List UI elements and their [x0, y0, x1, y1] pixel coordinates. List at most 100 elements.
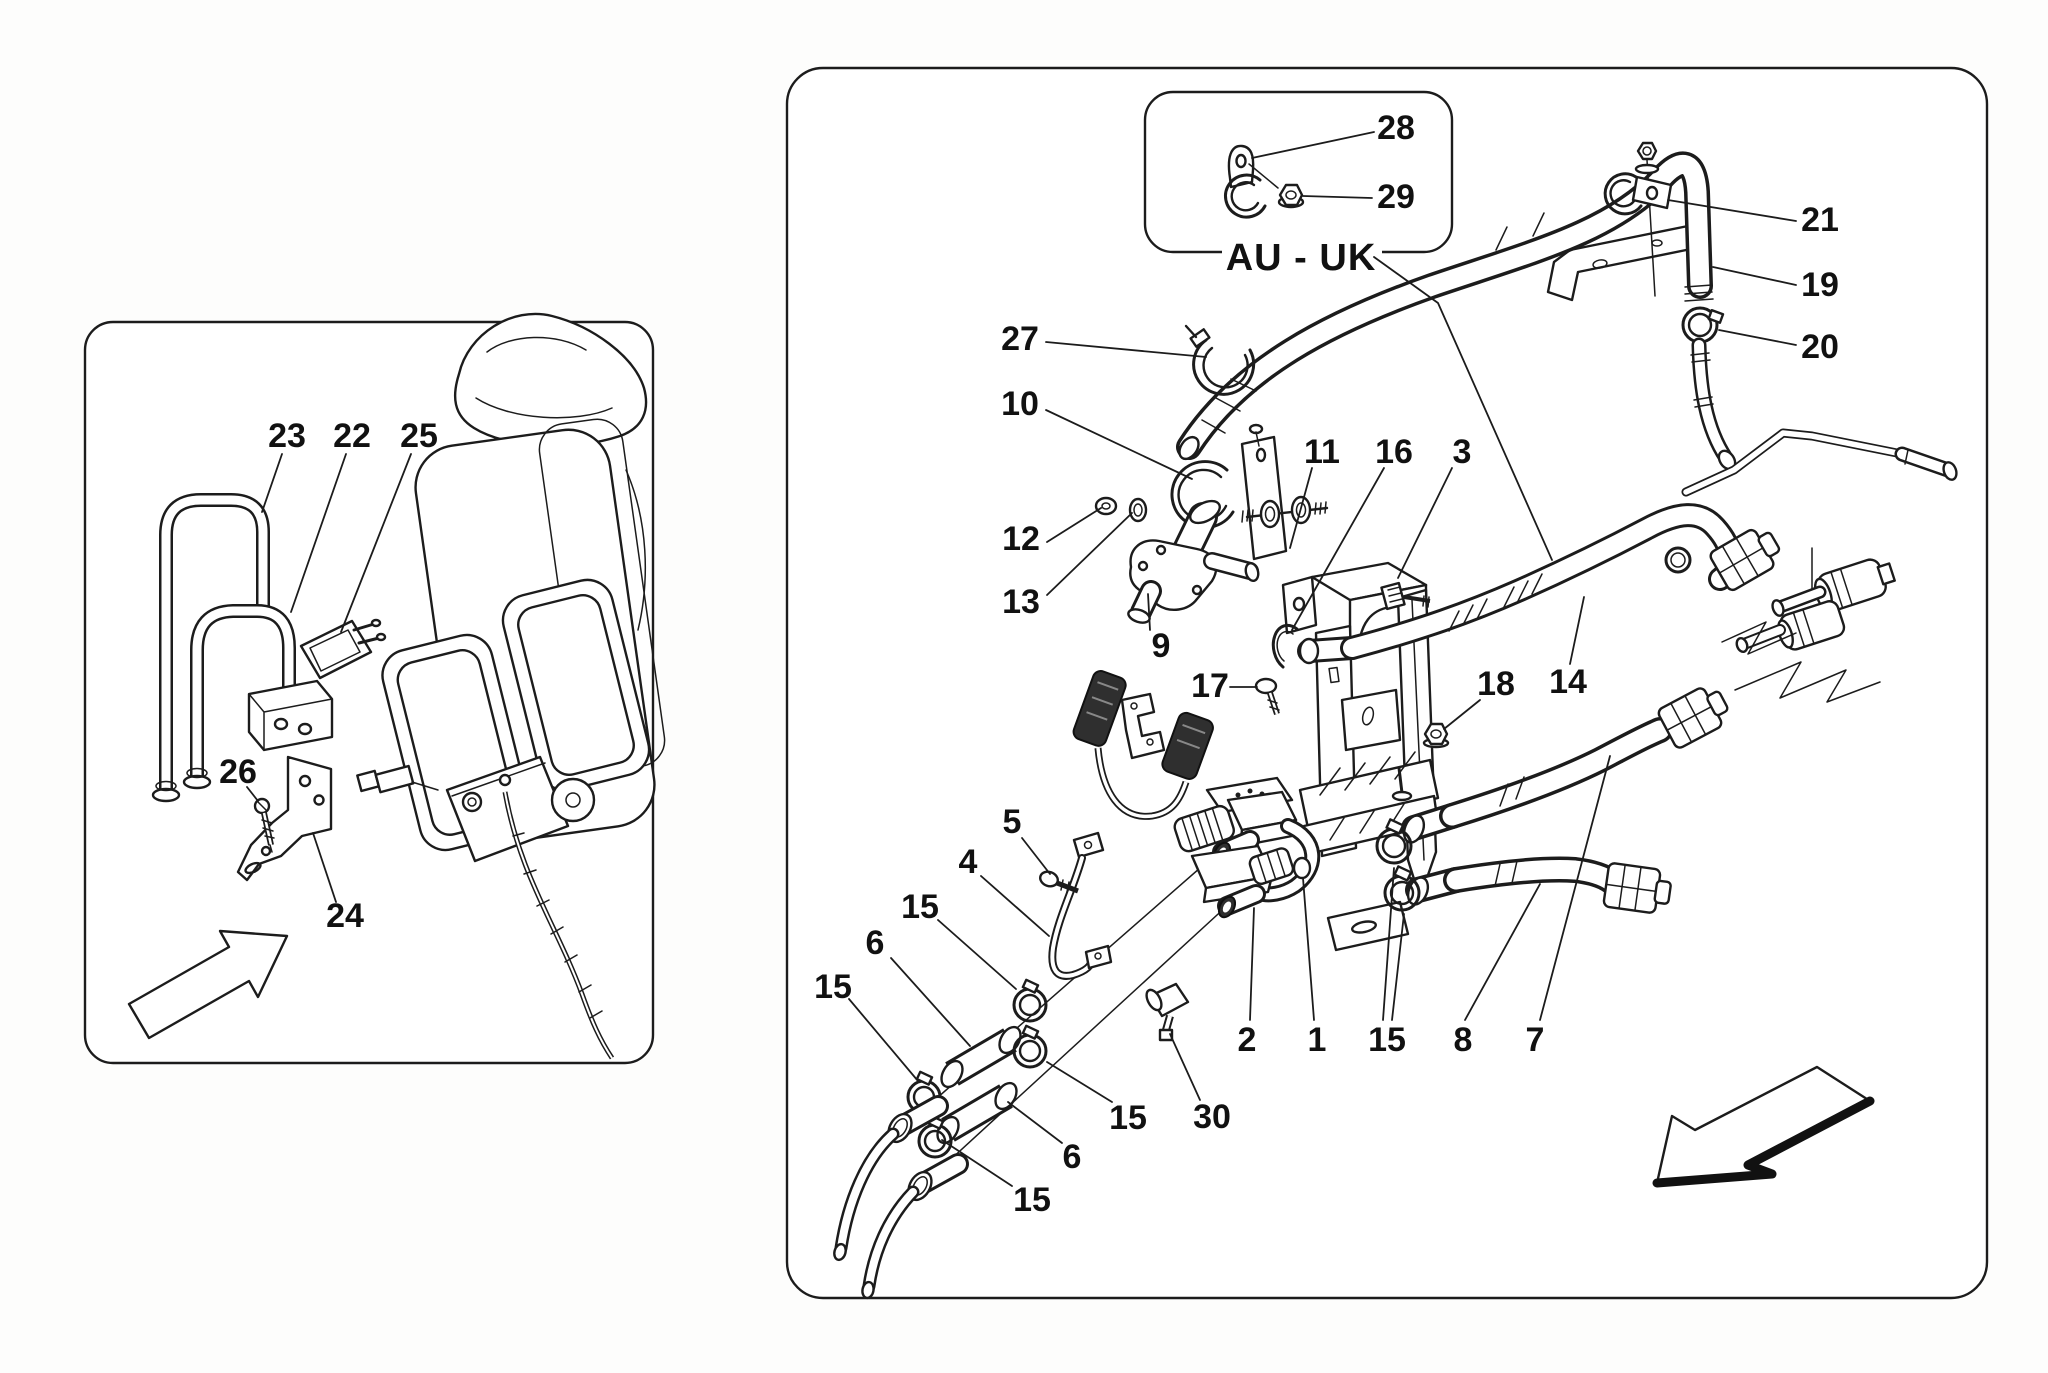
callout-15: 15	[1109, 1099, 1147, 1137]
part-hose-8	[1405, 856, 1672, 914]
callout-5: 5	[1003, 803, 1022, 841]
callout-20: 20	[1801, 328, 1839, 366]
callout-leader-20	[1718, 329, 1797, 346]
callout-leader-9	[1147, 593, 1151, 631]
part-bracket-21	[1603, 141, 1673, 297]
right-panel: AU - UK	[785, 66, 1989, 1300]
part-bracket-10	[1170, 423, 1288, 561]
part-clamp-28	[1223, 144, 1279, 219]
part-hose-7	[1401, 687, 1729, 844]
callout-leader-7	[1539, 755, 1611, 1021]
callout-16: 16	[1375, 433, 1413, 471]
part-valve-assembly	[1173, 776, 1321, 919]
callout-leader-15	[1382, 867, 1395, 1021]
callout-leader-5	[1021, 837, 1051, 875]
part-rod-4	[1048, 831, 1113, 980]
callout-12: 12	[1002, 520, 1040, 558]
callout-11: 11	[1304, 433, 1340, 471]
callout-leader-13	[1046, 512, 1133, 596]
part-valve-9	[1127, 499, 1260, 624]
callout-leader-8	[1464, 883, 1541, 1021]
callout-25: 25	[400, 417, 438, 455]
callout-leader-6	[1007, 1101, 1063, 1144]
part-clamp-15d	[1012, 1024, 1048, 1069]
callout-21: 21	[1801, 201, 1839, 239]
callout-15: 15	[901, 888, 939, 926]
callout-leader-27	[1045, 341, 1207, 358]
direction-arrow-outline	[127, 929, 289, 1040]
callout-2: 2	[1238, 1021, 1257, 1059]
callout-18: 18	[1477, 665, 1515, 703]
part-clamp-15-right-upper	[1375, 818, 1413, 865]
callout-leader-28	[1251, 131, 1375, 159]
callout-leader-15	[848, 998, 919, 1082]
part-stud-on-bracket	[1380, 581, 1431, 611]
part-tube-below-20	[1690, 337, 1737, 471]
part-gasket-25	[299, 618, 387, 680]
callout-leader-11	[1289, 467, 1313, 549]
callout-19: 19	[1801, 266, 1839, 304]
inset-leader	[1373, 256, 1553, 561]
callout-leader-12	[1046, 507, 1102, 543]
callout-leader-15	[937, 919, 1017, 990]
callout-15: 15	[1368, 1021, 1406, 1059]
callout-17: 17	[1191, 667, 1229, 705]
callout-14: 14	[1549, 663, 1587, 701]
part-pipe-22	[182, 604, 334, 790]
callout-leader-15	[941, 1139, 1013, 1187]
inset-variant-label: AU - UK	[1226, 237, 1377, 279]
right-panel-frame	[785, 66, 1989, 1300]
part-oring-16	[1271, 623, 1299, 669]
callout-leader-30	[1169, 1033, 1201, 1101]
callout-leader-6	[890, 957, 971, 1047]
part-harness-connectors	[1072, 670, 1214, 820]
part-screw-17	[1254, 677, 1280, 715]
callout-22: 22	[333, 417, 371, 455]
inset-label-mask	[1222, 238, 1382, 276]
part-washer-12	[1094, 496, 1118, 516]
callout-leader-18	[1443, 699, 1481, 730]
callout-28: 28	[1377, 109, 1415, 147]
callout-leader-3	[1397, 467, 1453, 579]
callout-24: 24	[326, 897, 364, 935]
part-clamp-15-right-lower	[1383, 865, 1421, 912]
hvac-unit-illustration	[356, 312, 666, 1060]
callout-leader-23	[261, 453, 283, 513]
part-clamp-15a	[1012, 978, 1048, 1023]
callout-9: 9	[1152, 627, 1171, 665]
variant-inset-box	[1143, 90, 1553, 561]
callout-15: 15	[1013, 1181, 1051, 1219]
callout-leader-15	[1046, 1061, 1113, 1103]
callout-4: 4	[959, 843, 978, 881]
part-hose-19	[1176, 151, 1714, 461]
part-washer-13	[1128, 497, 1148, 523]
part-screw-26	[253, 797, 275, 853]
part-screw-5	[1039, 870, 1079, 894]
callout-6: 6	[1063, 1138, 1082, 1176]
part-hose-ends-bottom-left	[833, 1095, 969, 1300]
part-nut-29	[1277, 183, 1305, 209]
left-panel	[83, 312, 666, 1065]
callout-7: 7	[1526, 1021, 1545, 1059]
direction-arrow-solid	[1652, 1065, 1875, 1188]
callout-3: 3	[1453, 433, 1472, 471]
callout-leader-16	[1291, 467, 1385, 631]
part-bracket-24	[236, 755, 333, 882]
callout-leader-15	[1391, 913, 1405, 1021]
part-hose-14	[1297, 503, 1781, 665]
callout-23: 23	[268, 417, 306, 455]
callout-leader-14	[1569, 596, 1585, 665]
part-pipe-23	[151, 493, 270, 803]
callout-29: 29	[1377, 178, 1415, 216]
callout-leader-10	[1045, 409, 1193, 480]
part-nut-18	[1422, 722, 1450, 749]
callout-27: 27	[1001, 320, 1039, 358]
callout-leader-4	[980, 875, 1050, 937]
axis-line-lower	[924, 903, 1230, 1184]
break-lines	[1721, 621, 1881, 703]
callout-leader-19	[1712, 266, 1797, 286]
callout-leader-22	[290, 453, 347, 613]
